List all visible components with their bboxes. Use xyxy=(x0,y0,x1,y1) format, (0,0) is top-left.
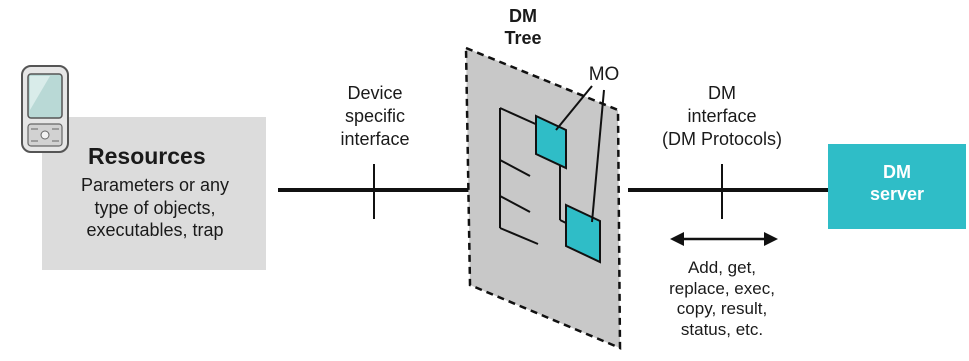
dm-tree-plane xyxy=(464,46,622,350)
tree-branches xyxy=(499,107,571,245)
mo-pointer-1 xyxy=(555,85,593,131)
mobile-phone-icon xyxy=(21,65,69,153)
dm-server-box: DM server xyxy=(828,144,966,229)
dm-tree-title: DM Tree xyxy=(504,6,542,48)
resources-panel xyxy=(42,117,266,270)
mo-pointer-2 xyxy=(591,89,605,223)
dm-interface-label: DM interface (DM Protocols) xyxy=(661,83,782,150)
device-interface-label: Device specific interface xyxy=(340,83,410,150)
resources-title: Resources xyxy=(88,143,206,169)
dm-commands-text: Add, get, replace, exec, copy, result, s… xyxy=(669,258,775,340)
double-arrow-icon xyxy=(670,232,778,246)
resources-description: Parameters or any type of objects, execu… xyxy=(80,175,230,240)
mo-node-1 xyxy=(535,114,567,170)
mo-label: MO xyxy=(588,64,620,85)
dm-server-label: DM server xyxy=(869,162,925,204)
